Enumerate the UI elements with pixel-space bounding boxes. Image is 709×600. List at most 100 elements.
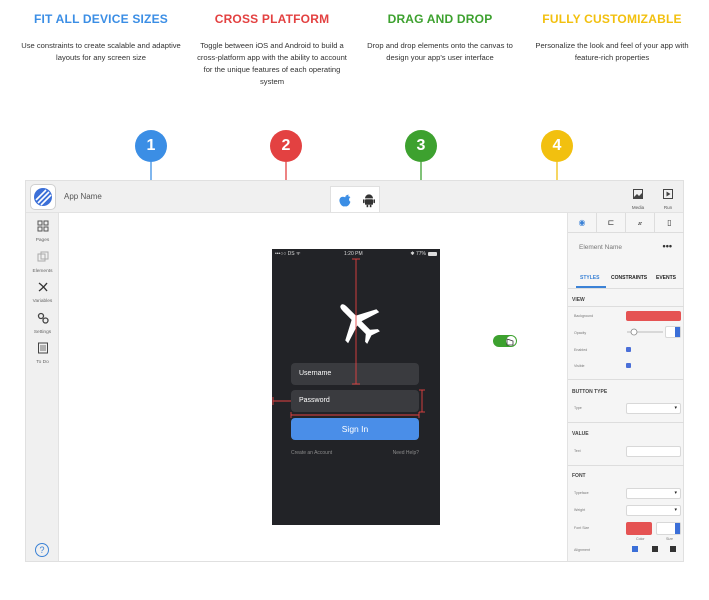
font-color-swatch[interactable]: [626, 522, 652, 535]
background-color-swatch[interactable]: [626, 311, 681, 321]
value-text-input[interactable]: [626, 446, 681, 457]
nav-item-todo[interactable]: To Do: [26, 341, 59, 365]
nav-label: Elements: [32, 269, 53, 274]
app-builder-window: App Name Media: [25, 180, 684, 562]
toggle-switch-dragged[interactable]: [492, 334, 518, 348]
nav-label: To Do: [36, 360, 49, 365]
prop-opacity: Opacity: [574, 331, 587, 335]
tab-variables-icon[interactable]: 𝓍: [626, 213, 655, 233]
feature-title: DRAG AND DROP: [387, 12, 493, 26]
sign-in-button[interactable]: Sign In: [291, 418, 419, 440]
airplane-icon: [340, 304, 380, 344]
font-size-stepper[interactable]: [656, 522, 681, 535]
enabled-checkbox[interactable]: [626, 347, 631, 352]
prop-text: Text: [574, 449, 581, 453]
settings-icon: [37, 312, 49, 324]
properties-panel: ◉ ⊏ 𝓍 ▯ Element Name ••• STYLES CONSTRAI…: [567, 213, 684, 561]
element-name[interactable]: Element Name: [579, 244, 622, 251]
media-button[interactable]: Media: [627, 186, 649, 210]
constraint-guides: [272, 258, 425, 418]
tab-styles[interactable]: STYLES: [580, 275, 600, 281]
tab-layout-icon[interactable]: ⊏: [597, 213, 626, 233]
need-help-link[interactable]: Need Help?: [392, 450, 419, 456]
tab-events[interactable]: EVENTS: [656, 275, 677, 281]
typeface-select[interactable]: ▾: [626, 488, 681, 499]
help-button[interactable]: ?: [35, 543, 49, 557]
prop-visible: Visible: [574, 364, 585, 368]
step-1-badge: 1: [135, 130, 167, 162]
feature-drag-and-drop: DRAG AND DROP Drop and drop elements ont…: [360, 12, 520, 64]
divider: [568, 379, 684, 380]
opacity-stepper[interactable]: [665, 326, 681, 338]
run-button[interactable]: Run: [657, 186, 679, 210]
nav-item-pages[interactable]: Pages: [26, 219, 59, 243]
hand-cursor-icon: [506, 338, 514, 346]
size-caption: Size: [666, 537, 673, 541]
divider: [568, 465, 684, 466]
button-type-select[interactable]: ▾: [626, 403, 681, 414]
align-right-icon[interactable]: [670, 546, 676, 552]
section-font: FONT: [572, 473, 586, 479]
battery-percent: ✱ 77%: [410, 251, 426, 257]
nav-item-variables[interactable]: Variables: [26, 280, 59, 304]
align-left-icon[interactable]: [632, 546, 638, 552]
align-center-icon[interactable]: [652, 546, 658, 552]
todo-icon: [37, 342, 48, 354]
prop-background: Background: [574, 314, 594, 318]
feature-title: CROSS PLATFORM: [214, 12, 330, 26]
image-icon: [633, 189, 643, 199]
prop-enabled: Enabled: [574, 348, 588, 352]
opacity-slider[interactable]: [626, 328, 664, 336]
carrier-signal: •••○○ DS ᯤ: [275, 251, 301, 257]
panel-tab-bar: ◉ ⊏ 𝓍 ▯: [568, 213, 684, 233]
nav-item-settings[interactable]: Settings: [26, 311, 59, 335]
feature-description: Toggle between iOS and Android to build …: [197, 41, 347, 86]
status-time: 1:20 PM: [344, 251, 363, 257]
app-name[interactable]: App Name: [64, 192, 102, 201]
username-input[interactable]: Username: [291, 363, 419, 385]
weight-select[interactable]: ▾: [626, 505, 681, 516]
app-logo[interactable]: [30, 184, 56, 210]
active-tab-underline: [576, 286, 606, 288]
platform-toggle: [330, 186, 380, 212]
section-view: VIEW: [572, 297, 585, 303]
pages-icon: [37, 220, 48, 232]
phone-canvas: •••○○ DS ᯤ 1:20 PM ✱ 77% Username Passwo…: [272, 249, 440, 525]
nav-label: Settings: [33, 330, 52, 335]
step-3-badge: 3: [405, 130, 437, 162]
tab-style-icon[interactable]: ◉: [568, 213, 597, 233]
status-bar: •••○○ DS ᯤ 1:20 PM ✱ 77%: [272, 249, 440, 259]
logo-icon: [34, 188, 52, 206]
create-account-link[interactable]: Create an Account: [291, 450, 333, 456]
element-menu-icon[interactable]: •••: [662, 241, 672, 251]
prop-type: Type: [574, 406, 582, 410]
battery-icon: [428, 252, 437, 256]
prop-alignment: Alignment: [574, 548, 590, 552]
feature-title: FULLY CUSTOMIZABLE: [542, 12, 682, 26]
tab-device-icon[interactable]: ▯: [667, 218, 672, 227]
section-value: VALUE: [572, 431, 589, 437]
feature-description: Drop and drop elements onto the canvas t…: [367, 41, 513, 62]
feature-fully-customizable: FULLY CUSTOMIZABLE Personalize the look …: [532, 12, 692, 64]
prop-font-size: Font Size: [574, 526, 590, 530]
left-nav: Pages Elements Variables Settings T: [26, 213, 59, 561]
step-4-badge: 4: [541, 130, 573, 162]
tab-constraints[interactable]: CONSTRAINTS: [611, 275, 648, 281]
nav-label: Pages: [35, 238, 50, 243]
feature-fit-all-device-sizes: FIT ALL DEVICE SIZES Use constraints to …: [20, 12, 182, 64]
step-2-badge: 2: [270, 130, 302, 162]
prop-weight: Weight: [574, 508, 586, 512]
password-input[interactable]: Password: [291, 390, 419, 412]
nav-item-elements[interactable]: Elements: [26, 250, 59, 274]
media-label: Media: [631, 205, 645, 210]
color-caption: Color: [636, 537, 645, 541]
play-icon: [663, 189, 673, 199]
top-bar: App Name Media: [26, 181, 683, 213]
feature-description: Personalize the look and feel of your ap…: [535, 41, 689, 62]
android-icon[interactable]: [361, 192, 377, 208]
apple-icon[interactable]: [336, 191, 354, 209]
feature-description: Use constraints to create scalable and a…: [21, 41, 181, 62]
run-label: Run: [663, 205, 673, 210]
visible-checkbox[interactable]: [626, 363, 631, 368]
elements-icon: [37, 251, 48, 262]
